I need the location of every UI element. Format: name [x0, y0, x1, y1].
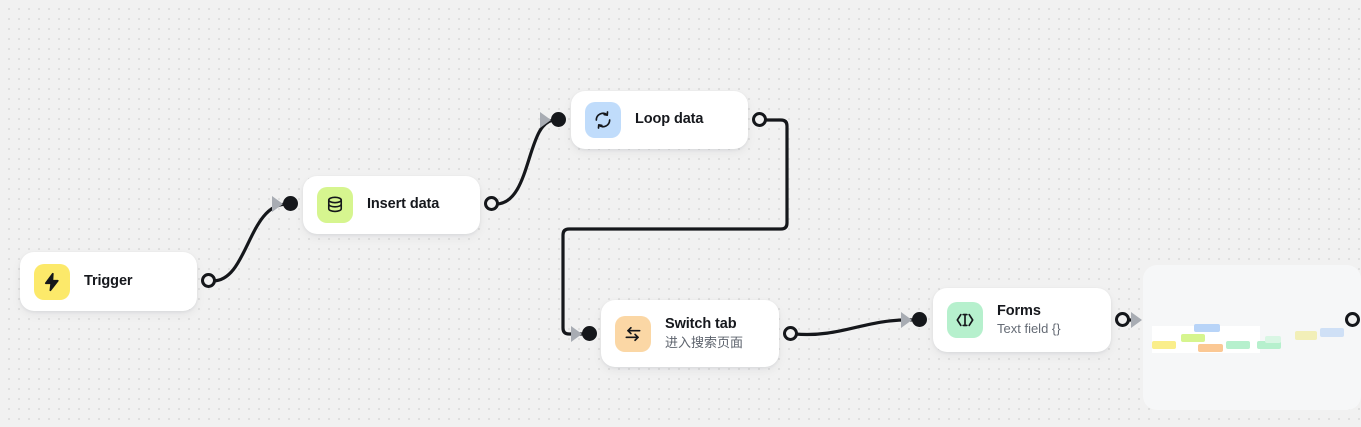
node-loop-data-title: Loop data [635, 111, 704, 128]
preview-chip [1226, 341, 1250, 349]
loop-refresh-icon [585, 102, 621, 138]
preview-chip [1194, 324, 1220, 332]
arrowhead-insert-in [272, 196, 283, 212]
node-switch-tab-text: Switch tab 进入搜索页面 [665, 316, 743, 351]
node-forms-subtitle: Text field {} [997, 321, 1061, 337]
node-insert-data-text: Insert data [367, 196, 439, 214]
port-loop-output[interactable] [752, 112, 767, 127]
port-switch-output[interactable] [783, 326, 798, 341]
arrowhead-loop-in [540, 112, 551, 128]
node-trigger[interactable]: Trigger [20, 252, 197, 311]
port-offscreen-output[interactable] [1345, 312, 1360, 327]
port-trigger-output[interactable] [201, 273, 216, 288]
port-loop-input[interactable] [551, 112, 566, 127]
port-forms-output[interactable] [1115, 312, 1130, 327]
lightning-bolt-icon [34, 263, 70, 300]
text-cursor-brackets-icon [947, 302, 983, 338]
edge-trigger-to-insert [211, 202, 289, 283]
edge-insert-to-loop [494, 118, 557, 206]
node-switch-tab-title: Switch tab [665, 316, 737, 333]
port-insert-input[interactable] [283, 196, 298, 211]
node-insert-data[interactable]: Insert data [303, 176, 480, 234]
port-switch-input[interactable] [582, 326, 597, 341]
node-forms-title: Forms [997, 302, 1041, 319]
swap-arrows-icon [615, 315, 651, 352]
arrowhead-offscreen [1131, 312, 1142, 328]
port-insert-output[interactable] [484, 196, 499, 211]
preview-chip [1265, 336, 1281, 343]
port-forms-input[interactable] [912, 312, 927, 327]
node-switch-tab-subtitle: 进入搜索页面 [665, 334, 744, 350]
preview-chip [1198, 344, 1223, 352]
database-icon [317, 187, 353, 223]
node-insert-data-title: Insert data [367, 196, 440, 213]
arrowhead-forms-in [901, 312, 912, 328]
node-forms[interactable]: Forms Text field {} [933, 288, 1111, 352]
node-switch-tab[interactable]: Switch tab 进入搜索页面 [601, 300, 779, 367]
node-trigger-title: Trigger [84, 272, 133, 289]
edge-switch-to-forms [793, 318, 918, 337]
preview-chip [1320, 328, 1344, 337]
preview-chip [1181, 334, 1205, 342]
preview-chip [1152, 341, 1176, 349]
preview-chip [1257, 341, 1281, 349]
node-forms-text: Forms Text field {} [997, 303, 1061, 338]
node-loop-data-text: Loop data [635, 111, 703, 129]
node-trigger-text: Trigger [84, 272, 133, 291]
preview-chip [1295, 331, 1317, 340]
node-loop-data[interactable]: Loop data [571, 91, 748, 149]
arrowhead-switch-in [571, 326, 582, 342]
